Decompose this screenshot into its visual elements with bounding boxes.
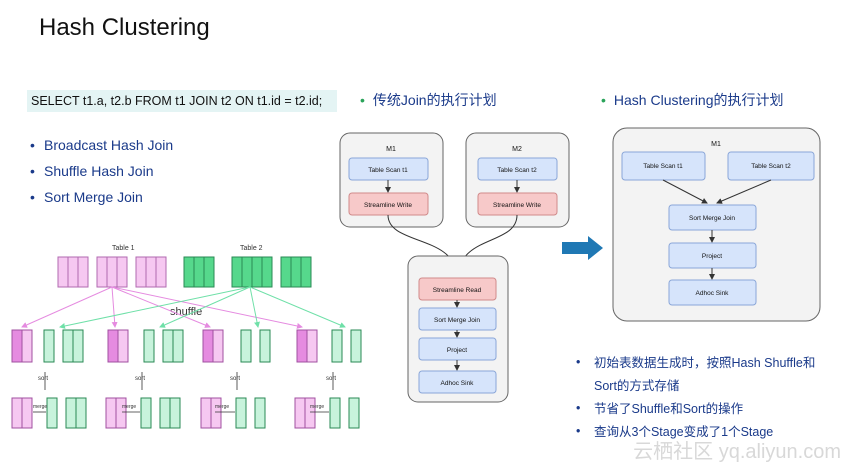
table-scan-t1-node: Table Scan t1 [368, 167, 408, 174]
sort-merge-join-node: Sort Merge Join [434, 317, 480, 324]
sort-label: sort [38, 376, 48, 382]
notes-list: •初始表数据生成时，按照Hash Shuffle和 Sort的方式存储 •节省了… [576, 350, 815, 442]
transition-arrow-icon [562, 236, 603, 260]
project-node: Project [702, 253, 722, 260]
join-type-label: Sort Merge Join [44, 189, 143, 205]
sort-label: sort [230, 376, 240, 382]
adhoc-sink-node: Adhoc Sink [696, 290, 730, 297]
merge-label: merge [33, 404, 47, 410]
page-title: Hash Clustering [39, 14, 210, 41]
list-item: •查询从3个Stage变成了1个Stage [576, 423, 774, 440]
list-item: •Sort Merge Join [30, 189, 143, 205]
shuffle-label: shuffle [170, 306, 202, 318]
shuffled-partitions [11, 329, 362, 363]
hash-plan-heading: •Hash Clustering的执行计划 [601, 92, 784, 108]
stage-m1-label: M1 [386, 146, 396, 153]
table-scan-t2-node: Table Scan t2 [751, 163, 791, 170]
table-scan-t1-node: Table Scan t1 [643, 163, 683, 170]
merge-label: merge [310, 404, 324, 410]
merge-label: merge [122, 404, 136, 410]
streamline-write-node: Streamline Write [493, 202, 541, 209]
table2-partitions [183, 256, 312, 288]
traditional-plan-heading: •传统Join的执行计划 [360, 92, 497, 108]
table2-label: Table 2 [240, 245, 263, 252]
list-item: •Broadcast Hash Join [30, 137, 174, 153]
watermark: 云栖社区 yq.aliyun.com [633, 441, 841, 463]
table-scan-t2-node: Table Scan t2 [497, 167, 537, 174]
sorted-partitions [11, 397, 360, 429]
table1-partitions [57, 256, 167, 288]
hash-clustering-plan: M1 Table Scan t1 Table Scan t2 Sort Merg… [612, 127, 821, 322]
sort-merge-join-node: Sort Merge Join [689, 215, 735, 222]
list-item: Sort的方式存储 [594, 379, 680, 393]
sql-query: SELECT t1.a, t2.b FROM t1 JOIN t2 ON t1.… [27, 90, 337, 112]
stage-m1-label: M1 [711, 141, 721, 148]
shuffle-figure: Table 1 Table 2 shuffle [11, 245, 362, 429]
traditional-plan: M1 Table Scan t1 Streamline Write M2 Tab… [339, 132, 570, 403]
list-item: •节省了Shuffle和Sort的操作 [576, 400, 744, 417]
adhoc-sink-node: Adhoc Sink [441, 380, 475, 387]
list-item: •初始表数据生成时，按照Hash Shuffle和 [576, 354, 816, 371]
join-type-label: Broadcast Hash Join [44, 137, 174, 153]
sort-label: sort [135, 376, 145, 382]
streamline-read-node: Streamline Read [433, 287, 482, 294]
project-node: Project [447, 347, 467, 354]
streamline-write-node: Streamline Write [364, 202, 412, 209]
table1-label: Table 1 [112, 245, 135, 252]
list-item: •Shuffle Hash Join [30, 163, 154, 179]
join-type-label: Shuffle Hash Join [44, 163, 154, 179]
sort-label: sort [326, 376, 336, 382]
stage-m2-label: M2 [512, 146, 522, 153]
merge-label: merge [215, 404, 229, 410]
join-type-list: •Broadcast Hash Join •Shuffle Hash Join … [30, 132, 173, 210]
